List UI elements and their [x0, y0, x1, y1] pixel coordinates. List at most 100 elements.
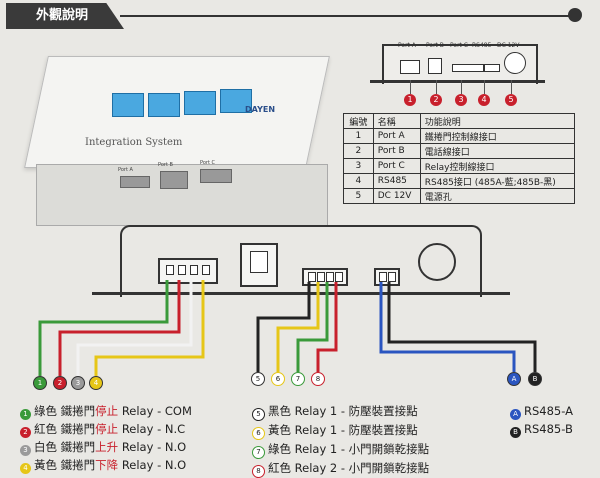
- wire-end-5: 5: [251, 372, 265, 386]
- legend-dot-2: 2: [20, 427, 31, 438]
- legend-device-4: 鐵捲門: [60, 458, 96, 472]
- table-row: 5 DC 12V 電源孔: [343, 188, 576, 204]
- legend-dot-8: 8: [252, 465, 265, 478]
- legend-color-1: 綠色: [34, 404, 57, 418]
- port-label-3: Port C: [450, 42, 468, 49]
- legend-action-4: 下降: [95, 458, 119, 472]
- wire-end-3: 3: [71, 376, 85, 390]
- port-number-1: 1: [404, 94, 416, 106]
- port-label-2: Port B: [426, 42, 444, 49]
- wire-end-8: 8: [311, 372, 325, 386]
- legend-dot-7: 7: [252, 446, 265, 459]
- pin: [190, 265, 198, 275]
- pin: [326, 272, 334, 282]
- legend-device-2: 鐵捲門: [60, 422, 96, 436]
- header-end-dot: [568, 8, 582, 22]
- port-leader-2: [436, 80, 437, 94]
- wire-end-4: 4: [89, 376, 103, 390]
- legend-text-a: RS485-A: [524, 404, 574, 418]
- legend-dot-b: B: [510, 427, 521, 438]
- legend-dot-4: 4: [20, 463, 31, 474]
- wire-end-a: A: [507, 372, 521, 386]
- legend-color-3: 白色: [34, 440, 57, 454]
- device-port-a-label: Port A: [118, 167, 133, 173]
- legend-dot-a: A: [510, 409, 521, 420]
- dc-socket: [504, 52, 526, 74]
- table-cell: DC 12V: [372, 188, 421, 204]
- port-leader-1: [410, 80, 411, 94]
- legend-relay-2: Relay - N.C: [121, 422, 186, 436]
- legend-action-2: 停止: [95, 422, 119, 436]
- port-label-1: Port A: [398, 42, 416, 49]
- legend-text-8: 紅色 Relay 2 - 小門開鎖乾接點: [268, 461, 430, 475]
- port-number-5: 5: [505, 94, 517, 106]
- pin: [379, 272, 387, 282]
- connector-port-b: [240, 243, 278, 287]
- device-illustration: Integration System DAYEN Port A Port B P…: [24, 36, 330, 236]
- wire-green-7: [296, 282, 329, 372]
- port-panel-base: [370, 80, 545, 83]
- legend-dot-3: 3: [20, 445, 31, 456]
- wire-white-3: [76, 280, 193, 376]
- device-button-2: [148, 93, 180, 117]
- device-port-c-label: Port C: [200, 160, 215, 166]
- legend-relay-4: Relay - N.O: [121, 458, 187, 472]
- device-port-a: [120, 176, 150, 188]
- wire-red-8: [316, 282, 338, 372]
- pin: [308, 272, 316, 282]
- pin: [202, 265, 210, 275]
- legend-dot-6: 6: [252, 427, 265, 440]
- dc-power-socket: [418, 243, 456, 281]
- legend-text-6: 黃色 Relay 1 - 防壓裝置接點: [268, 423, 418, 437]
- wire-green-1: [38, 280, 169, 376]
- wire-blue-a: [379, 282, 516, 372]
- wire-yellow-4: [94, 280, 205, 376]
- pin: [335, 272, 343, 282]
- rj11-socket: [250, 251, 268, 273]
- pin: [178, 265, 186, 275]
- pin: [166, 265, 174, 275]
- legend-text-7: 綠色 Relay 1 - 小門開鎖乾接點: [268, 442, 430, 456]
- table-header-row: 編號 名稱 功能說明: [343, 113, 576, 129]
- port-panel-diagram: [382, 44, 538, 84]
- legend-dot-1: 1: [20, 409, 31, 420]
- port-a-socket: [400, 60, 420, 74]
- device-button-1: [112, 93, 144, 117]
- device-port-c: [200, 169, 232, 183]
- table-row: 4 RS485 RS485接口 (485A-藍;485B-黑): [343, 173, 576, 189]
- wire-end-7: 7: [291, 372, 305, 386]
- port-leader-3: [461, 80, 462, 94]
- port-number-2: 2: [430, 94, 442, 106]
- connector-port-c: [302, 268, 348, 286]
- device-button-4: [220, 89, 252, 113]
- connector-port-a: [158, 258, 218, 284]
- device-button-3: [184, 91, 216, 115]
- wire-end-6: 6: [271, 372, 285, 386]
- port-label-5: DC 12V: [497, 42, 520, 49]
- device-port-b-label: Port B: [158, 162, 173, 168]
- legend-device-1: 鐵捲門: [60, 404, 96, 418]
- wiring-diagram-base: [92, 292, 510, 295]
- legend-relay-3: Relay - N.O: [121, 440, 187, 454]
- wire-yellow-6: [276, 282, 320, 372]
- wire-end-2: 2: [53, 376, 67, 390]
- rs485-socket: [484, 64, 500, 72]
- pin: [317, 272, 325, 282]
- table-row: 2 Port B 電話線接口: [343, 143, 576, 159]
- legend-text-5: 黑色 Relay 1 - 防壓裝置接點: [268, 404, 418, 418]
- port-number-4: 4: [478, 94, 490, 106]
- wire-end-1: 1: [33, 376, 47, 390]
